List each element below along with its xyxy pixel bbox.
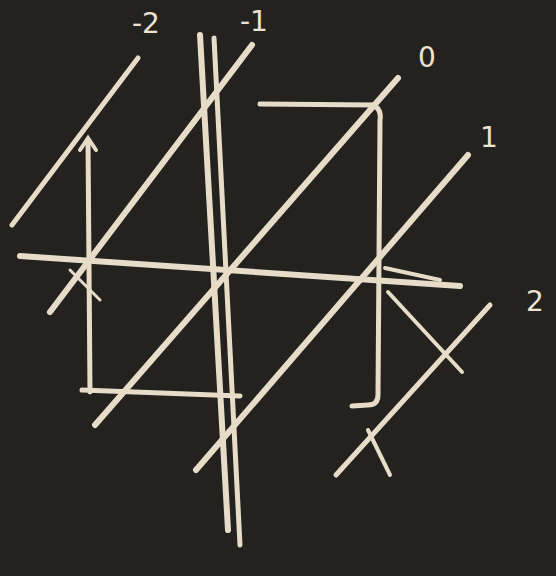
bracket-line: [352, 105, 380, 406]
bracket-line: [88, 140, 90, 392]
diagonal-line: [336, 305, 490, 475]
chalk-stroke: [388, 292, 462, 372]
axis-number: -2: [132, 10, 160, 38]
chalk-lines: [12, 35, 490, 545]
diagonal-line: [12, 58, 138, 225]
axis-number: 1: [480, 124, 498, 152]
chalk-stroke: [385, 268, 440, 280]
bracket-line: [260, 104, 375, 105]
chalk-stroke: [368, 430, 390, 475]
axis-number: -1: [240, 8, 268, 36]
vertical-axis: [214, 38, 240, 545]
diagonal-line: [196, 155, 468, 470]
diagonal-line: [95, 78, 398, 425]
axis-number: 2: [526, 288, 544, 316]
chalk-stroke: [70, 270, 100, 300]
axis-number: 0: [418, 44, 436, 72]
horizontal-axis: [20, 256, 460, 286]
vertical-axis: [200, 35, 228, 530]
bracket-line: [82, 390, 240, 396]
